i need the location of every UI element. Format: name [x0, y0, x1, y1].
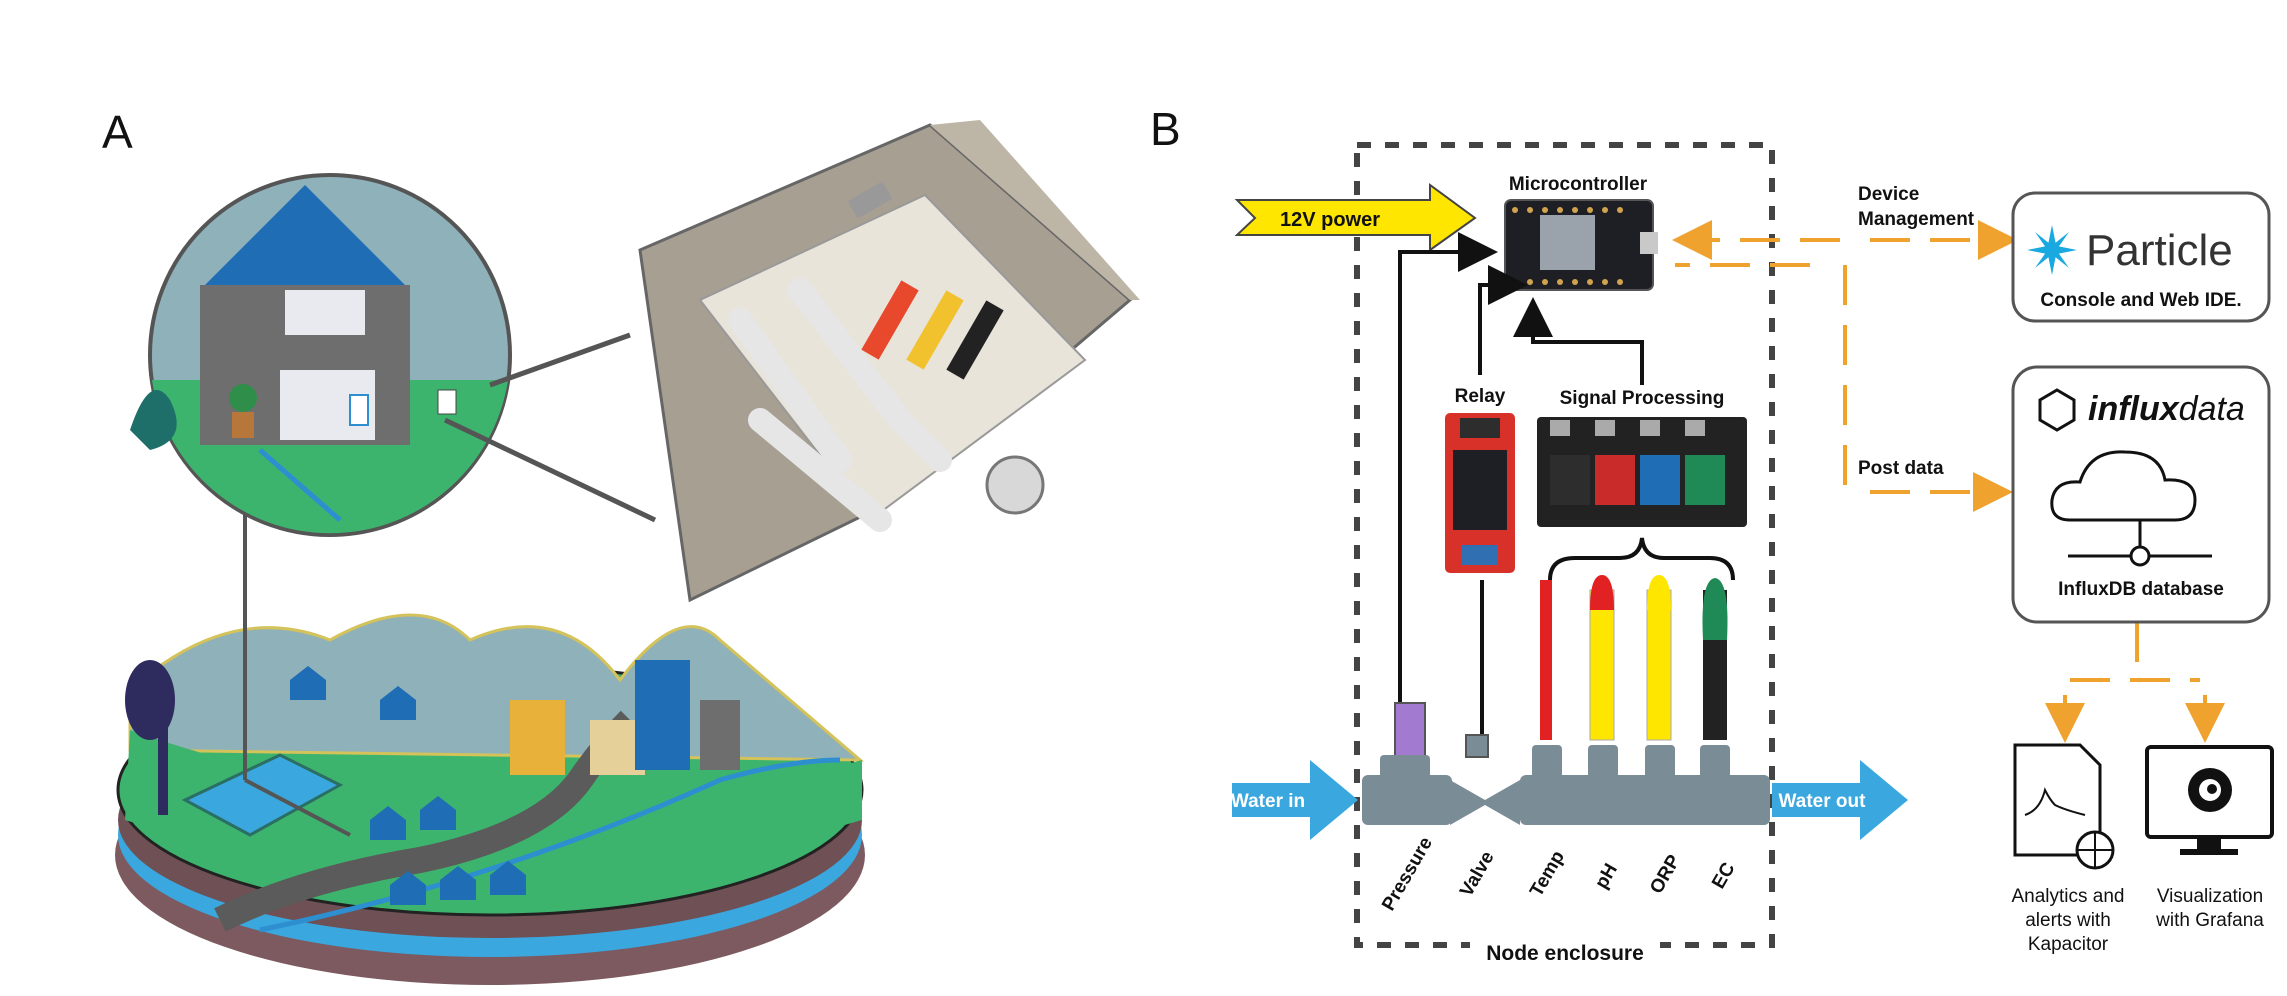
cloud-icon	[2050, 450, 2197, 522]
device-management-line2: Management	[1858, 209, 1975, 230]
enclosure-photo	[638, 120, 1140, 603]
document-chart-icon	[2013, 743, 2102, 857]
water-in-arrow: Water in	[1231, 760, 1358, 840]
cloud-data-flow	[1672, 220, 2225, 743]
relay-board	[1445, 413, 1515, 573]
svg-text:Visualization: Visualization	[2157, 886, 2263, 907]
sensor-probes	[1394, 575, 1728, 759]
control-wiring	[1398, 232, 1644, 735]
sensor-label-orp: ORP	[1646, 851, 1685, 897]
landscape-illustration	[115, 480, 865, 985]
node-enclosure-box	[1354, 142, 1775, 948]
sensor-label-pressure: Pressure	[1378, 834, 1437, 915]
orp-probe	[1646, 575, 1672, 741]
power-label: 12V power	[1280, 209, 1380, 231]
particle-caption: Console and Web IDE.	[2040, 290, 2241, 311]
water-out-arrow: Water out	[1772, 760, 1908, 840]
panel-a-label: A	[102, 106, 133, 158]
svg-text:Kapacitor: Kapacitor	[2028, 934, 2109, 955]
house-inset	[130, 173, 657, 537]
pipe-manifold	[1362, 745, 1770, 825]
sensor-brace	[1548, 537, 1735, 581]
sensor-label-valve: Valve	[1456, 848, 1498, 901]
particle-name: Particle	[2086, 226, 2233, 275]
post-data-label: Post data	[1858, 458, 1944, 479]
svg-text:Water out: Water out	[1779, 791, 1867, 812]
grafana-block: Visualization with Grafana	[2145, 745, 2274, 931]
sensor-label-ph: pH	[1591, 860, 1622, 892]
influx-brand: influxdata	[2088, 390, 2245, 428]
ph-probe	[1589, 575, 1615, 741]
relay-label: Relay	[1455, 386, 1506, 407]
signal-processing-board	[1537, 417, 1747, 527]
device-management-line1: Device	[1858, 184, 1919, 205]
sensor-label-ec: EC	[1708, 859, 1740, 893]
microcontroller-board	[1504, 199, 1658, 291]
svg-text:with Grafana: with Grafana	[2155, 910, 2264, 931]
svg-text:alerts with: alerts with	[2025, 910, 2111, 931]
influx-logo-icon	[2038, 388, 2076, 432]
influx-caption: InfluxDB database	[2058, 579, 2224, 600]
particle-logo-icon	[2027, 225, 2077, 275]
particle-panel: Particle Console and Web IDE.	[2011, 191, 2271, 323]
influx-panel: influxdata InfluxDB database	[2011, 365, 2271, 624]
kapacitor-block: Analytics and alerts with Kapacitor	[2011, 743, 2125, 955]
sensor-labels: Pressure Valve Temp pH ORP EC	[1378, 834, 1740, 915]
microcontroller-label: Microcontroller	[1509, 174, 1648, 195]
svg-text:Water in: Water in	[1231, 791, 1305, 812]
panel-b-label: B	[1150, 103, 1181, 155]
svg-text:Analytics and: Analytics and	[2011, 886, 2124, 907]
ec-probe	[1702, 578, 1728, 740]
power-arrow: 12V power	[1234, 183, 1477, 252]
node-enclosure-label: Node enclosure	[1486, 942, 1644, 965]
sensor-label-temp: Temp	[1526, 847, 1569, 900]
signal-processing-label: Signal Processing	[1560, 388, 1725, 409]
